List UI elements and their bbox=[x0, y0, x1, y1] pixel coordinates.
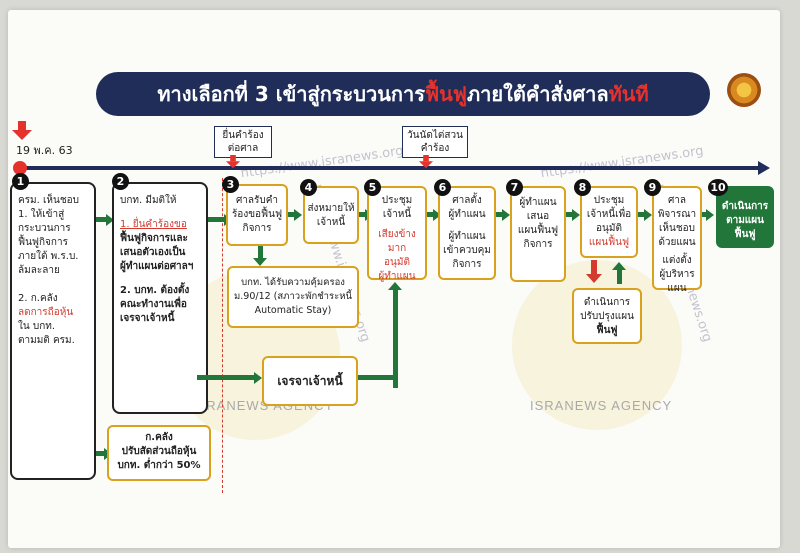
step-7-number: 7 bbox=[506, 179, 523, 196]
step-10-number: 10 bbox=[708, 179, 728, 196]
step-9-number: 9 bbox=[644, 179, 661, 196]
start-date: 19 พ.ค. 63 bbox=[16, 144, 73, 157]
title-part-2: ฟื้นฟู bbox=[424, 82, 467, 106]
step-9-box: ศาล พิจารณา เห็นชอบ ด้วยแผน แต่งตั้ง ผู้… bbox=[652, 186, 702, 294]
kaklang-box: ก.คลัง ปรับสัดส่วนถือหุ้น บกท. ต่ำกว่า 5… bbox=[107, 425, 211, 481]
step-1-box: ครม. เห็นชอบ 1. ให้เข้าสู่ กระบวนการ ฟื้… bbox=[10, 182, 96, 480]
step-4-number: 4 bbox=[300, 179, 317, 196]
step-8-box: ประชุม เจ้าหนี้เพื่อ อนุมัติ แผนฟื้นฟู bbox=[580, 186, 638, 258]
step-2-number: 2 bbox=[112, 173, 129, 190]
timeline-bar bbox=[20, 166, 765, 170]
title-part-4: ทันที bbox=[608, 82, 649, 106]
step-1-number: 1 bbox=[12, 173, 29, 190]
step-5-box: ประชุม เจ้าหนี้ เสียงข้างมาก อนุมัติ ผู้… bbox=[367, 186, 427, 282]
automatic-stay-box: บกท. ได้รับความคุ้มครอง ม.90/12 (สภาวะพั… bbox=[227, 266, 359, 328]
step-5-number: 5 bbox=[364, 179, 381, 196]
timeline-arrow-icon bbox=[758, 161, 770, 175]
step-6-number: 6 bbox=[434, 179, 451, 196]
step-2-box: บกท. มีมติให้ 1. ยื่นคำร้องขอ ฟื้นฟูกิจก… bbox=[112, 182, 208, 414]
negotiate-creditors-box: เจรจาเจ้าหนี้ bbox=[262, 356, 358, 406]
step-8-number: 8 bbox=[574, 179, 591, 196]
step-3-number: 3 bbox=[222, 176, 239, 193]
step-7-box: ผู้ทำแผน เสนอ แผนฟื้นฟู กิจการ bbox=[510, 186, 566, 282]
adjust-plan-box: ดำเนินการ ปรับปรุงแผน ฟื้นฟู bbox=[572, 288, 642, 344]
seal-icon bbox=[727, 73, 761, 107]
marker-filing: ยื่นคำร้องต่อศาล bbox=[214, 126, 272, 158]
step-6-box: ศาลตั้ง ผู้ทำแผน ผู้ทำแผน เข้าควบคุม กิจ… bbox=[438, 186, 496, 280]
step-4-box: ส่งหมายให้ เจ้าหนี้ bbox=[303, 186, 359, 244]
marker-hearing: วันนัดไต่สวนคำร้อง bbox=[402, 126, 468, 158]
title-part-1: ทางเลือกที่ 3 เข้าสู่กระบวนการ bbox=[157, 82, 425, 106]
page-title: ทางเลือกที่ 3 เข้าสู่กระบวนการฟื้นฟูภายใ… bbox=[96, 72, 710, 116]
step-10-box: ดำเนินการ ตามแผนฟื้นฟู bbox=[716, 186, 774, 248]
watermark-agency-2: ISRANEWS AGENCY bbox=[530, 398, 673, 413]
title-part-3: ภายใต้คำสั่งศาล bbox=[466, 82, 609, 106]
start-dot-icon bbox=[13, 161, 27, 175]
step-3-box: ศาลรับคำ ร้องขอฟื้นฟู กิจการ bbox=[226, 184, 288, 246]
filing-dashed-line bbox=[222, 178, 223, 493]
